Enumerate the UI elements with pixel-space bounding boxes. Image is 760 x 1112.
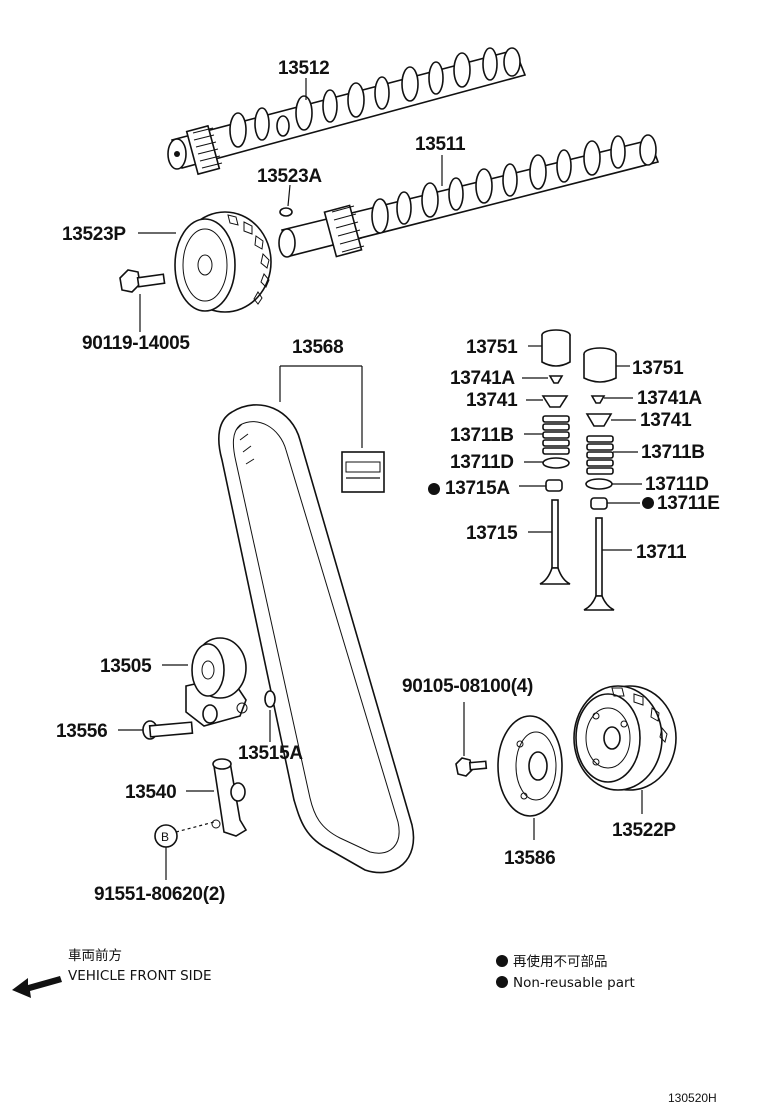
label-tensioner-bolt: 91551-80620(2) — [94, 884, 225, 905]
legend-dot-en — [496, 976, 508, 988]
label-seat-right: 13711D — [645, 474, 709, 495]
label-timing-belt: 13568 — [292, 337, 343, 358]
label-tensioner: 13540 — [125, 782, 176, 803]
legend-dot-jp — [496, 955, 508, 967]
stem-seal-left[interactable] — [545, 479, 563, 492]
label-lifter-right: 13751 — [632, 358, 684, 379]
valve-retainer-right[interactable] — [585, 413, 613, 427]
valve-lifter-left[interactable] — [541, 329, 571, 367]
label-seal-right: 13711E — [657, 493, 720, 514]
timing-belt[interactable] — [218, 404, 415, 874]
label-pulley-bolt: 90119-14005 — [82, 333, 190, 354]
label-guide-bolt: 90105-08100(4) — [402, 676, 533, 697]
label-belt-guide: 13586 — [504, 848, 555, 869]
valve-exhaust[interactable] — [539, 499, 571, 585]
idler-pulley[interactable] — [185, 637, 248, 727]
direction-en: VEHICLE FRONT SIDE — [68, 968, 212, 984]
label-retainer-left: 13741 — [466, 390, 518, 411]
label-idler-spacer: 13515A — [238, 743, 303, 764]
label-cam-pulley: 13523P — [62, 224, 126, 245]
label-valve-exhaust: 13715 — [466, 523, 518, 544]
label-lifter-left: 13751 — [466, 337, 518, 358]
label-knock-pin: 13523A — [257, 166, 322, 187]
figure-id: 130520H — [668, 1091, 717, 1105]
valve-spring-right[interactable] — [586, 435, 614, 475]
nonreusable-jp: 再使用不可部品 — [513, 953, 608, 970]
camshaft-exhaust[interactable] — [167, 47, 527, 176]
valve-retainer-left[interactable] — [541, 395, 569, 408]
label-camshaft-exhaust: 13512 — [278, 58, 329, 79]
label-idler-bolt: 13556 — [56, 721, 107, 742]
valve-intake[interactable] — [583, 517, 615, 611]
nonreusable-dot-right — [642, 497, 654, 509]
label-keeper-left: 13741A — [450, 368, 515, 389]
direction-jp: 車両前方 — [68, 947, 122, 964]
camshaft-intake[interactable] — [278, 134, 660, 258]
valve-keeper-left[interactable] — [548, 375, 564, 384]
label-seat-left: 13711D — [450, 452, 514, 473]
valve-keeper-right[interactable] — [590, 395, 606, 404]
label-crank-pulley: 13522P — [612, 820, 676, 841]
spring-seat-left[interactable] — [542, 457, 570, 469]
idler-spacer[interactable] — [264, 690, 276, 708]
idler-bolt[interactable] — [142, 720, 194, 740]
spring-seat-right[interactable] — [585, 478, 613, 490]
valve-spring-left[interactable] — [542, 415, 570, 455]
tensioner-bolt-marker-letter: B — [161, 830, 169, 844]
label-retainer-right: 13741 — [640, 410, 692, 431]
label-camshaft-intake: 13511 — [415, 134, 466, 155]
belt-guide[interactable] — [497, 715, 563, 817]
front-direction-arrow — [12, 976, 62, 998]
valve-lifter-right[interactable] — [583, 347, 617, 383]
label-seal-left: 13715A — [445, 478, 510, 499]
label-idler-pulley: 13505 — [100, 656, 152, 677]
label-spring-right: 13711B — [641, 442, 705, 463]
crankshaft-pulley[interactable] — [573, 685, 677, 791]
stem-seal-right[interactable] — [590, 497, 608, 510]
knock-pin[interactable] — [279, 207, 293, 217]
pulley-bolt[interactable] — [119, 269, 166, 293]
cam-timing-pulley[interactable] — [174, 211, 272, 313]
guide-bolt[interactable] — [455, 757, 488, 777]
label-valve-intake: 13711 — [636, 542, 687, 563]
belt-section — [341, 451, 385, 493]
nonreusable-dot-left — [428, 483, 440, 495]
tensioner[interactable] — [211, 758, 248, 837]
label-spring-left: 13711B — [450, 425, 514, 446]
label-keeper-right: 13741A — [637, 388, 702, 409]
nonreusable-en: Non-reusable part — [513, 975, 635, 991]
